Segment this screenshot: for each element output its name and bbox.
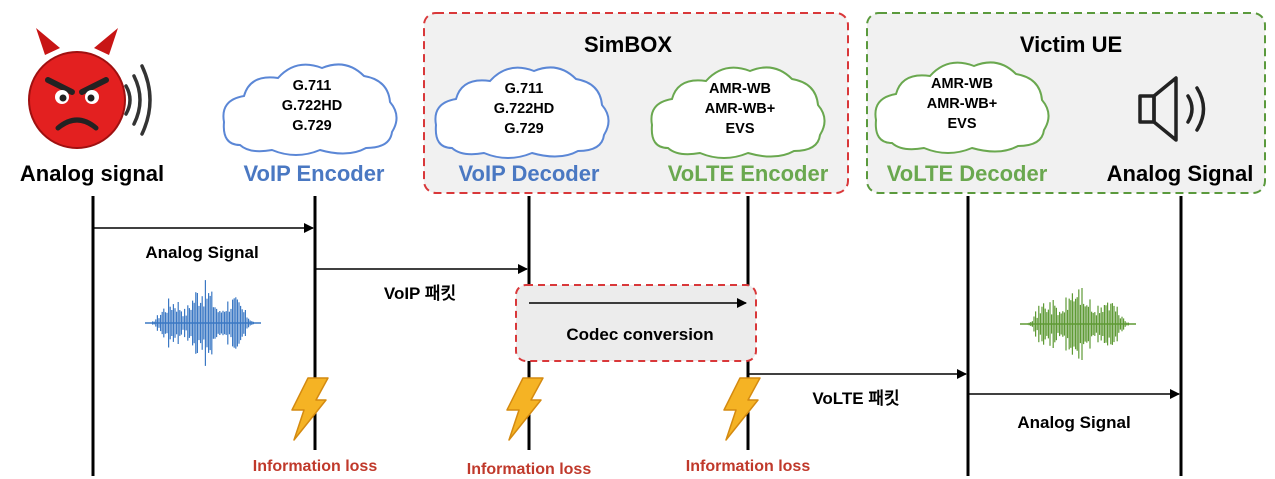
cloud-line: G.722HD [494,101,554,117]
entity-label-volte-encoder: VoLTE Encoder [668,161,829,186]
volte-decoder-cloud: AMR-WB AMR-WB+ EVS [874,61,1050,154]
message-analog-signal-out: Analog Signal [1017,413,1130,432]
lightning-bolt-icon [506,377,544,441]
cloud-line: AMR-WB+ [927,96,997,112]
message-codec-conversion: Codec conversion [566,325,713,344]
cloud-line: G.711 [505,81,544,97]
entity-label-volte-decoder: VoLTE Decoder [887,161,1048,186]
entity-label-analog-signal-output: Analog Signal [1107,161,1254,186]
message-volte-packet: VoLTE 패킷 [812,389,899,408]
blue-waveform-icon [145,280,261,366]
victim-ue-group-title: Victim UE [1020,32,1122,57]
message-analog-signal-in: Analog Signal [145,243,258,262]
information-loss-label: Information loss [253,458,378,475]
entity-label-analog-signal-source: Analog signal [20,161,164,186]
message-voip-packet: VoIP 패킷 [384,284,456,303]
speaker-icon [1138,76,1206,142]
sound-waves-icon [124,64,152,136]
information-loss-label: Information loss [467,461,592,478]
lightning-bolt-icon [723,377,761,441]
cloud-line: AMR-WB+ [705,101,775,117]
information-loss-label: Information loss [686,458,811,475]
cloud-line: G.711 [293,78,332,94]
cloud-line: EVS [725,121,754,137]
cloud-line: AMR-WB [709,81,771,97]
codec-conversion-box [515,284,757,362]
volte-encoder-cloud: AMR-WB AMR-WB+ EVS [650,66,826,159]
cloud-line: G.722HD [282,98,342,114]
devil-face-icon [28,28,126,149]
voip-decoder-cloud: G.711 G.722HD G.729 [434,66,610,159]
green-waveform-icon [1020,288,1136,360]
simbox-group-title: SimBOX [584,32,672,57]
entity-label-voip-decoder: VoIP Decoder [458,161,599,186]
cloud-line: EVS [947,116,976,132]
cloud-line: G.729 [504,121,544,137]
voip-encoder-cloud: G.711 G.722HD G.729 [222,63,398,156]
cloud-line: AMR-WB [931,76,993,92]
entity-label-voip-encoder: VoIP Encoder [243,161,384,186]
lightning-bolt-icon [291,377,329,441]
cloud-line: G.729 [292,118,332,134]
